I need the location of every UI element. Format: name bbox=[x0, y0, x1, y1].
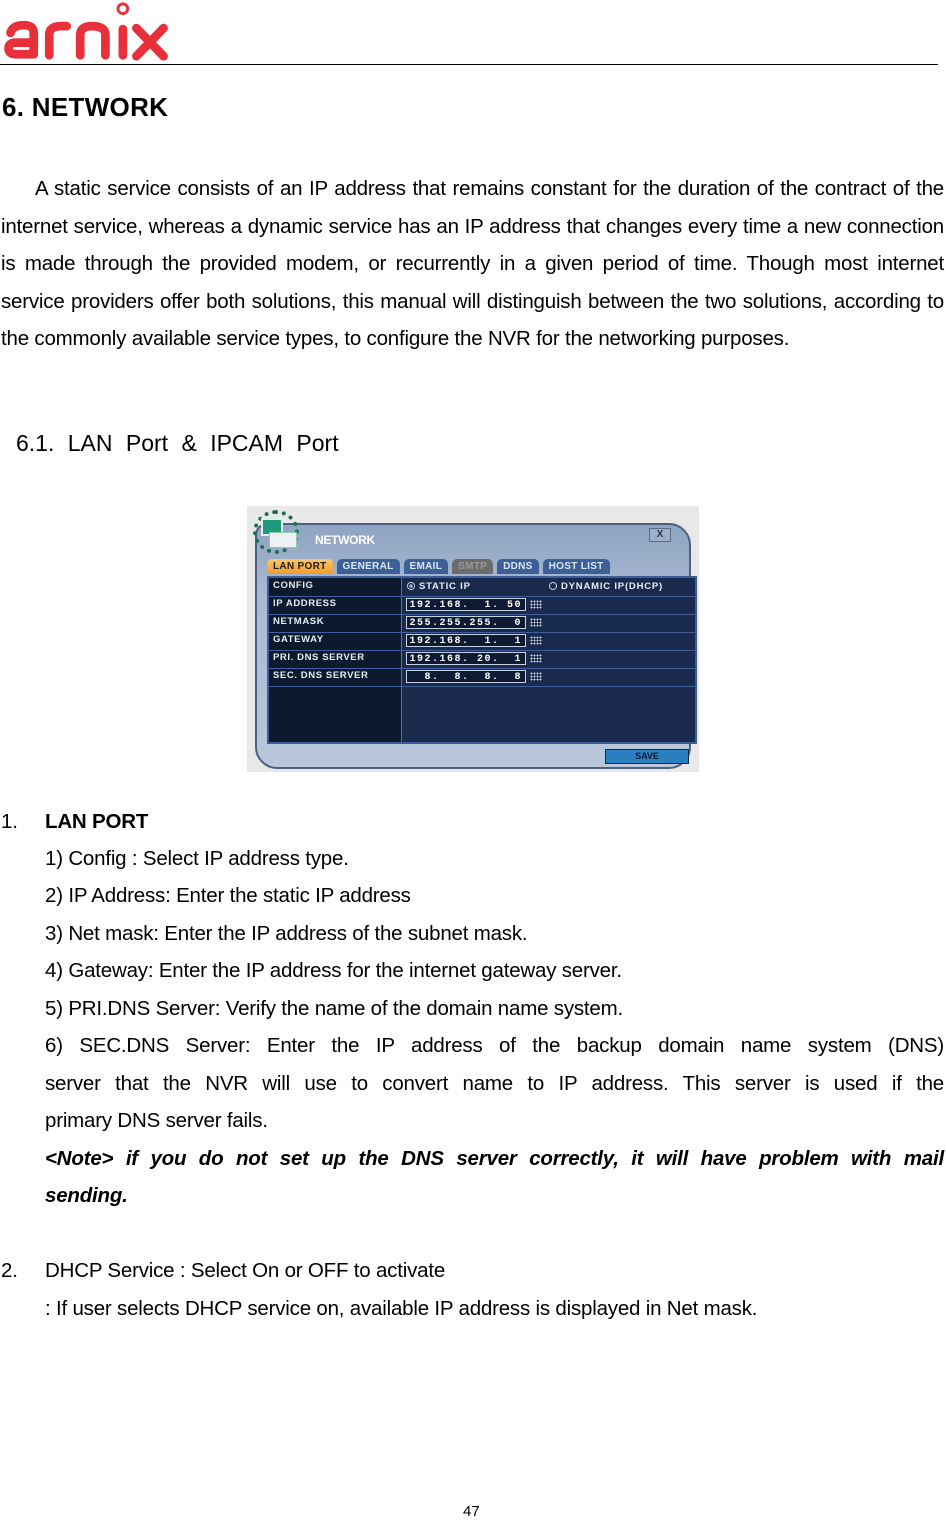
dns-note-cont: sending. bbox=[45, 1184, 128, 1207]
list-subitem-cont: primary DNS server fails. bbox=[45, 1109, 268, 1132]
config-label: CONFIG bbox=[273, 580, 314, 591]
label-column bbox=[269, 578, 402, 742]
sec-dns-input[interactable]: 8. 8. 8. 8 bbox=[406, 670, 526, 683]
netmask-input[interactable]: 255.255.255. 0 bbox=[406, 616, 526, 629]
tab-host-list[interactable]: HOST LIST bbox=[542, 559, 610, 574]
sec-dns-label: SEC. DNS SERVER bbox=[273, 670, 369, 681]
subsection-title: 6.1. LAN Port & IPCAM Port bbox=[16, 430, 339, 456]
list-number-2: 2. bbox=[1, 1259, 18, 1282]
keypad-icon[interactable] bbox=[530, 654, 542, 663]
dhcp-service-heading: DHCP Service : Select On or OFF to activ… bbox=[45, 1259, 446, 1282]
close-button[interactable]: X bbox=[649, 528, 671, 542]
ip-address-row: IP ADDRESS 192.168. 1. 50 bbox=[269, 596, 695, 615]
dns-note: <Note> if you do not set up the DNS serv… bbox=[45, 1147, 944, 1170]
window-title: NETWORK bbox=[315, 533, 375, 547]
list-subitem: 5) PRI.DNS Server: Verify the name of th… bbox=[45, 997, 623, 1020]
gateway-row: GATEWAY 192.168. 1. 1 bbox=[269, 632, 695, 651]
keypad-icon[interactable] bbox=[530, 672, 542, 681]
tab-lan-port[interactable]: LAN PORT bbox=[267, 559, 333, 574]
radio-unselected-icon bbox=[549, 582, 557, 590]
tab-bar: LAN PORT GENERAL EMAIL SMTP DDNS HOST LI… bbox=[267, 559, 610, 574]
arnix-logo bbox=[4, 2, 168, 61]
section-title: 6. NETWORK bbox=[2, 92, 169, 122]
header-rule bbox=[0, 64, 938, 65]
gateway-input[interactable]: 192.168. 1. 1 bbox=[406, 634, 526, 647]
network-window: NETWORK X LAN PORT GENERAL EMAIL SMTP DD… bbox=[255, 523, 697, 769]
dynamic-ip-radio[interactable]: DYNAMIC IP(DHCP) bbox=[549, 581, 663, 592]
page-number: 47 bbox=[463, 1503, 480, 1520]
list-subitem: 2) IP Address: Enter the static IP addre… bbox=[45, 884, 411, 907]
pri-dns-label: PRI. DNS SERVER bbox=[273, 652, 365, 663]
dhcp-service-desc: : If user selects DHCP service on, avail… bbox=[45, 1297, 758, 1320]
ip-address-input[interactable]: 192.168. 1. 50 bbox=[406, 598, 526, 611]
ip-address-label: IP ADDRESS bbox=[273, 598, 337, 609]
network-device-icon bbox=[253, 510, 299, 554]
tab-smtp: SMTP bbox=[452, 559, 494, 574]
pri-dns-input[interactable]: 192.168. 20. 1 bbox=[406, 652, 526, 665]
tab-email[interactable]: EMAIL bbox=[403, 559, 449, 574]
keypad-icon[interactable] bbox=[530, 600, 542, 609]
keypad-icon[interactable] bbox=[530, 636, 542, 645]
keypad-icon[interactable] bbox=[530, 618, 542, 627]
intro-paragraph: A static service consists of an IP addre… bbox=[1, 177, 944, 350]
list-subitem: 6) SEC.DNS Server: Enter the IP address … bbox=[45, 1034, 944, 1057]
netmask-label: NETMASK bbox=[273, 616, 325, 627]
list-subitem: 3) Net mask: Enter the IP address of the… bbox=[45, 922, 528, 945]
tab-ddns[interactable]: DDNS bbox=[497, 559, 539, 574]
gateway-label: GATEWAY bbox=[273, 634, 324, 645]
lan-port-heading: LAN PORT bbox=[45, 810, 149, 833]
tab-general[interactable]: GENERAL bbox=[336, 559, 400, 574]
static-ip-radio[interactable]: STATIC IP bbox=[407, 581, 471, 592]
sec-dns-row: SEC. DNS SERVER 8. 8. 8. 8 bbox=[269, 668, 695, 687]
pri-dns-row: PRI. DNS SERVER 192.168. 20. 1 bbox=[269, 650, 695, 669]
netmask-row: NETMASK 255.255.255. 0 bbox=[269, 614, 695, 633]
list-subitem-cont: server that the NVR will use to convert … bbox=[45, 1072, 944, 1095]
list-subitem: 1) Config : Select IP address type. bbox=[45, 847, 349, 870]
radio-selected-icon bbox=[407, 582, 415, 590]
list-number-1: 1. bbox=[1, 810, 18, 833]
settings-panel: CONFIG STATIC IP DYNAMIC IP(DHCP) IP ADD… bbox=[267, 576, 697, 744]
network-settings-screenshot: NETWORK X LAN PORT GENERAL EMAIL SMTP DD… bbox=[247, 506, 699, 772]
save-button[interactable]: SAVE bbox=[605, 749, 689, 764]
list-subitem: 4) Gateway: Enter the IP address for the… bbox=[45, 959, 622, 982]
config-row: CONFIG STATIC IP DYNAMIC IP(DHCP) bbox=[269, 578, 695, 597]
